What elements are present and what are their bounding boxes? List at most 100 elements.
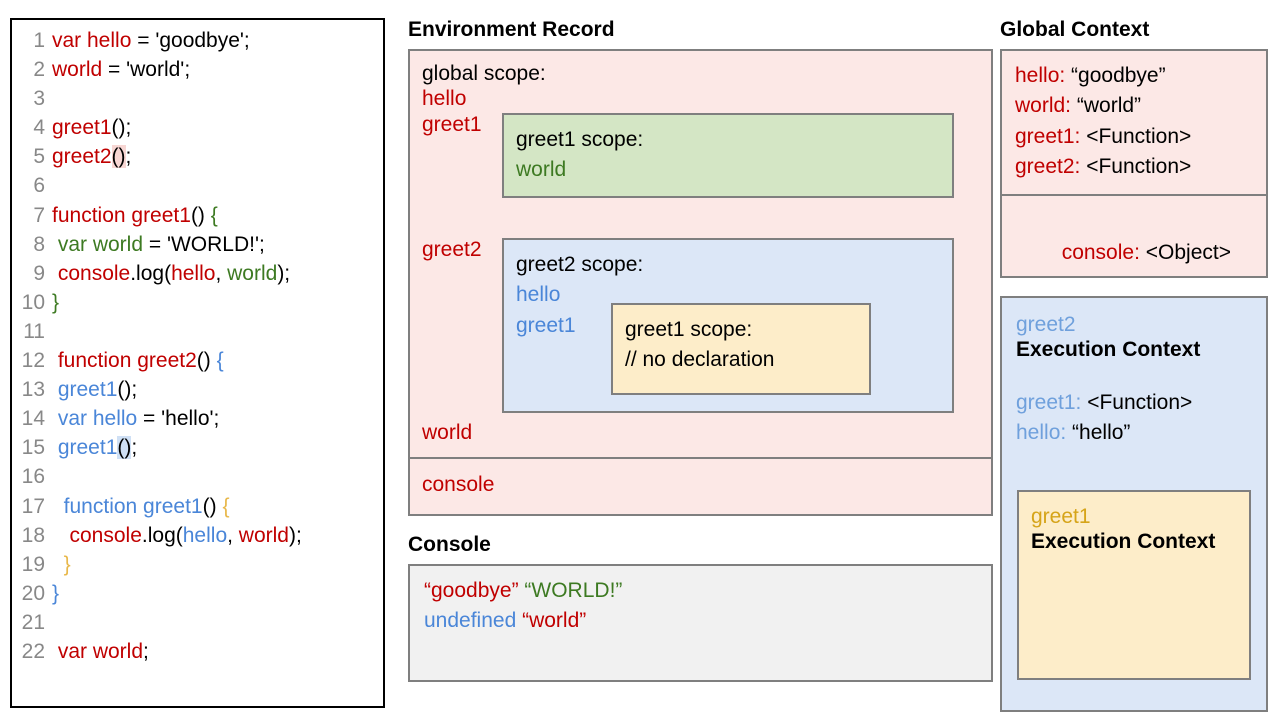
- code-line: 15 greet1();: [12, 436, 383, 465]
- code-line-number: 9: [33, 261, 45, 285]
- code-line-number: 3: [33, 87, 45, 111]
- code-line-text: greet1();: [52, 116, 131, 140]
- greet1-scope-header: greet1 scope:: [516, 128, 644, 152]
- code-line-number: 17: [21, 494, 45, 518]
- greet2-scope-header: greet2 scope:: [516, 253, 644, 277]
- code-line: 6: [12, 174, 383, 203]
- code-line-text: }: [52, 553, 71, 577]
- global-context-var-key: greet1:: [1015, 124, 1087, 148]
- code-line: 21: [12, 611, 383, 640]
- console-token: “WORLD!”: [524, 579, 623, 603]
- code-line-number: 18: [21, 523, 45, 547]
- code-token: {: [216, 349, 224, 373]
- code-token: console: [52, 523, 142, 547]
- code-token: = 'goodbye';: [131, 29, 250, 52]
- global-context-var-key: world:: [1015, 94, 1077, 118]
- code-line-text: }: [52, 582, 59, 606]
- code-line-text: greet1();: [52, 436, 137, 460]
- greet2-execution-context-box: greet2 Execution Context greet1: <Functi…: [1000, 296, 1268, 712]
- code-line-text: }: [52, 291, 59, 315]
- global-binding-greet1: greet1: [422, 113, 482, 137]
- greet1-inner-scope-header: greet1 scope:: [625, 318, 753, 342]
- code-line: 20}: [12, 582, 383, 611]
- greet2-execution-context-vars: greet1: <Function>hello: “hello”: [1016, 388, 1266, 448]
- code-token: {: [210, 203, 218, 227]
- global-binding-console: console: [422, 473, 495, 497]
- code-line-text: var hello = 'goodbye';: [52, 29, 250, 53]
- greet2-execution-context-var-value: “hello”: [1072, 420, 1131, 444]
- global-context-var-value: <Function>: [1086, 124, 1192, 148]
- code-token: (): [202, 494, 223, 518]
- code-token: greet1: [52, 116, 112, 140]
- code-token: ();: [117, 378, 138, 402]
- code-token: greet1: [52, 436, 118, 460]
- code-line-number: 13: [21, 378, 45, 402]
- greet2-scope-binding-greet1: greet1: [516, 313, 576, 337]
- code-token: world: [52, 58, 103, 82]
- code-line-number: 4: [33, 116, 45, 140]
- code-line-number: 6: [33, 174, 45, 198]
- greet1-execution-context-name: greet1: [1031, 505, 1091, 529]
- greet1-scope-binding-world: world: [516, 158, 567, 182]
- greet2-execution-context-var-value: <Function>: [1087, 390, 1193, 414]
- code-line: 16: [12, 465, 383, 494]
- code-line-number: 15: [21, 436, 45, 460]
- global-context-console-value: <Object>: [1145, 241, 1231, 265]
- code-token: ;: [131, 436, 138, 460]
- console-line: “goodbye” “WORLD!”: [424, 576, 991, 606]
- global-context-var-value: “world”: [1076, 94, 1142, 118]
- code-line: 14 var hello = 'hello';: [12, 407, 383, 436]
- code-token: function greet1: [52, 203, 191, 227]
- code-token: );: [288, 523, 302, 547]
- code-line: 11: [12, 320, 383, 349]
- global-context-title: Global Context: [1000, 18, 1150, 41]
- code-line-number: 2: [33, 58, 45, 82]
- environment-record-box: global scope: hello greet1 greet2 world …: [408, 49, 993, 517]
- global-context-box: hello: “goodbye”world: “world”greet1: <F…: [1000, 49, 1268, 279]
- greet2-execution-context-var: greet1: <Function>: [1016, 388, 1266, 418]
- global-binding-greet2: greet2: [422, 238, 482, 262]
- global-context-var-key: hello:: [1015, 64, 1072, 88]
- code-token: greet1: [52, 378, 118, 402]
- code-line-number: 7: [33, 203, 45, 227]
- code-token: hello: [182, 523, 228, 547]
- global-context-var: hello: “goodbye”: [1015, 61, 1266, 91]
- code-token: {: [222, 494, 230, 518]
- code-token: world: [227, 261, 278, 285]
- code-line-text: console.log(hello, world);: [52, 262, 290, 286]
- global-context-vars: hello: “goodbye”world: “world”greet1: <F…: [1002, 51, 1266, 197]
- code-line-text: console.log(hello, world);: [52, 524, 302, 548]
- code-token: (): [111, 145, 126, 169]
- code-token: var world: [52, 232, 144, 256]
- code-token: ;: [125, 145, 132, 169]
- code-line-number: 5: [33, 145, 45, 169]
- global-binding-world: world: [422, 421, 473, 445]
- greet2-execution-context-heading: Execution Context: [1016, 338, 1201, 362]
- global-context-var: world: “world”: [1015, 91, 1266, 121]
- code-line-text: var world = 'WORLD!';: [52, 233, 265, 257]
- code-line: 13 greet1();: [12, 378, 383, 407]
- global-context-var-key: greet2:: [1015, 154, 1087, 178]
- code-line-number: 19: [21, 552, 45, 576]
- greet2-scope-binding-hello: hello: [516, 283, 561, 307]
- greet2-scope-box: greet2 scope: hello greet1 greet1 scope:…: [502, 238, 954, 414]
- code-token: ,: [215, 261, 228, 285]
- global-context-console-entry: console: <Object>: [1015, 208, 1266, 299]
- code-line-number: 10: [21, 290, 45, 314]
- greet2-execution-context-var-key: hello:: [1016, 420, 1073, 444]
- greet1-inner-scope-comment: // no declaration: [625, 348, 775, 372]
- global-binding-hello: hello: [422, 87, 467, 111]
- code-line-text: greet2();: [52, 145, 131, 169]
- code-token: }: [52, 581, 60, 605]
- greet1-inner-scope-box: greet1 scope: // no declaration: [611, 303, 871, 396]
- global-scope-region: global scope: hello greet1 greet2 world …: [410, 51, 991, 460]
- code-line: 19 }: [12, 553, 383, 582]
- code-token: var world: [52, 639, 144, 663]
- code-line: 10}: [12, 291, 383, 320]
- code-token: var hello: [52, 29, 132, 52]
- code-token: console: [52, 261, 131, 285]
- code-line: 12 function greet2() {: [12, 349, 383, 378]
- environment-record-column: Environment Record global scope: hello g…: [408, 18, 993, 683]
- code-line: 18 console.log(hello, world);: [12, 524, 383, 553]
